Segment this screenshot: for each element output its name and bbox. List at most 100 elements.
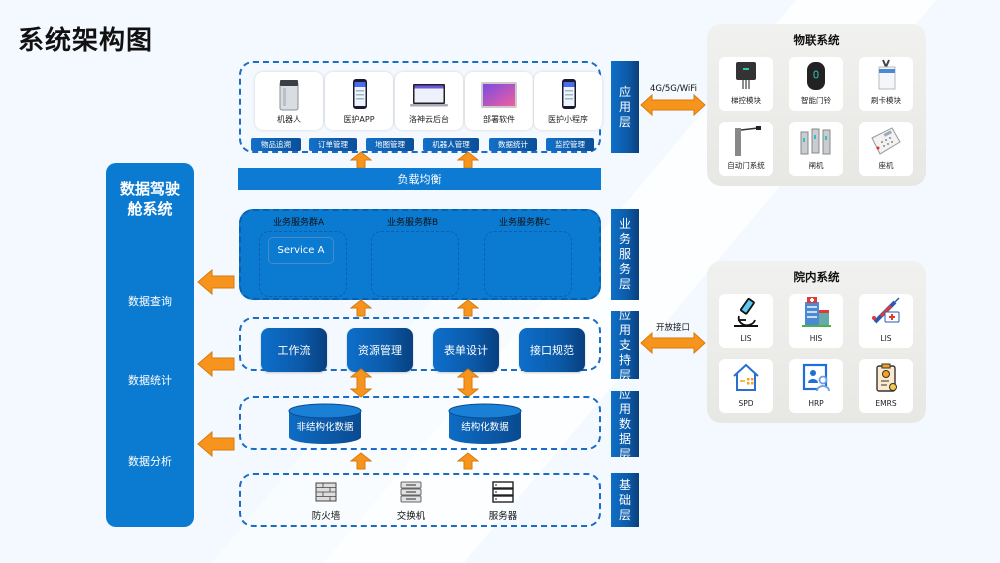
unstructured-data-db[interactable]: 非结构化数据 [287,403,363,445]
link-label-iot: 4G/5G/WiFi [650,84,697,94]
hospital-item[interactable]: EMRS [859,359,913,413]
microscope-icon [734,298,758,327]
desk-phone-icon [871,127,901,155]
app-card-cloud-backend[interactable]: 洛神云后台 [395,72,463,130]
arrow-left-icon [197,268,235,296]
hospital-item[interactable]: LIS [859,294,913,348]
cockpit-item-analysis: 数据分析 [128,455,172,468]
support-item-resource[interactable]: 资源管理 [347,328,413,372]
robot-icon [279,80,299,111]
phone-app-icon [353,79,367,109]
infra-server[interactable]: 服务器 [473,480,533,522]
syringe-icon [872,297,900,324]
support-item-interface[interactable]: 接口规范 [519,328,585,372]
arrow-up-icon [457,299,479,317]
iot-item[interactable]: 闸机 [789,122,843,176]
phone-miniprogram-icon [562,79,576,109]
iot-system-title: 物联系统 [793,33,840,47]
iot-item[interactable]: 自动门系统 [719,122,773,176]
arrow-updown-icon [350,368,372,398]
firewall-icon [315,482,337,502]
server-icon [492,481,514,503]
auto-door-icon [735,126,761,156]
link-label-hospital: 开放接口 [656,323,691,333]
iot-item[interactable]: 刷卡模块 [859,57,913,111]
feature-tag[interactable]: 监控管理 [546,138,594,151]
support-item-form[interactable]: 表单设计 [433,328,499,372]
arrow-up-icon [350,452,372,470]
turnstile-icon [800,128,831,155]
infra-firewall[interactable]: 防火墙 [296,480,356,522]
group-title: 业务服务群B [387,218,439,228]
service-group-c [484,231,572,297]
arrow-up-icon [350,151,372,169]
infra-layer-box: 防火墙 交换机 服务器 [239,473,601,527]
app-label: 医护小程序 [548,115,588,124]
feature-tag[interactable]: 地图管理 [366,138,414,151]
iot-item[interactable]: 梯控模块 [719,57,773,111]
elevator-control-icon [736,62,756,89]
layer-label-support: 应用支持层 [611,308,639,382]
app-card-medical-app[interactable]: 医护APP [325,72,393,130]
page-title: 系统架构图 [18,26,154,56]
layer-label-infra: 基础层 [611,473,639,527]
warehouse-icon [733,363,759,391]
database-icon [288,403,362,444]
app-label: 医护APP [343,115,375,124]
feature-tag[interactable]: 数据统计 [489,138,537,151]
service-a-box[interactable]: Service A [268,237,334,264]
hospital-system-panel: 院内系统 LIS HIS LIS SPD HRP EMRS [707,261,926,423]
arrow-bidirectional-icon [640,332,706,354]
business-layer-box: 业务服务群A 业务服务群B 业务服务群C Service A [239,209,601,300]
cockpit-title: 数据驾驶舱系统 [119,180,180,218]
support-item-workflow[interactable]: 工作流 [261,328,327,372]
arrow-bidirectional-icon [640,94,706,116]
smart-doorbell-icon [807,62,825,90]
infra-switch[interactable]: 交换机 [381,480,441,522]
iot-item[interactable]: 智能门铃 [789,57,843,111]
data-cockpit-panel: 数据驾驶舱系统 数据查询 数据统计 数据分析 [106,163,194,527]
hospital-item[interactable]: SPD [719,359,773,413]
app-card-mini-program[interactable]: 医护小程序 [534,72,602,130]
arrow-left-icon [197,350,235,378]
arrow-up-icon [457,151,479,169]
feature-tag[interactable]: 机器人管理 [423,138,479,151]
structured-data-db[interactable]: 结构化数据 [447,403,523,445]
hospital-system-title: 院内系统 [793,270,840,284]
app-label: 部署软件 [483,115,515,124]
hospital-item[interactable]: HIS [789,294,843,348]
iot-system-panel: 物联系统 梯控模块 智能门铃 刷卡模块 自动门系统 闸机 座机 [707,24,926,186]
card-reader-icon [878,59,896,90]
support-layer-box: 工作流 资源管理 表单设计 接口规范 [239,317,601,372]
layer-label-data: 应用数据层 [611,387,639,461]
app-label: 机器人 [277,115,301,124]
cockpit-item-query: 数据查询 [128,295,172,308]
layer-label-application: 应用层 [611,61,639,153]
load-balancer-bar: 负载均衡 [238,168,601,190]
arrow-up-icon [457,452,479,470]
app-card-deploy-software[interactable]: 部署软件 [465,72,533,130]
feature-tag[interactable]: 订单管理 [309,138,357,151]
service-group-a: Service A [259,231,347,297]
group-title: 业务服务群C [499,218,551,228]
laptop-icon [410,84,448,107]
hospital-item[interactable]: HRP [789,359,843,413]
layer-label-business: 业务服务层 [611,209,639,300]
arrow-left-icon [197,430,235,458]
staff-icon [802,363,830,392]
feature-tag[interactable]: 物品追溯 [251,138,301,151]
tablet-icon [481,82,517,108]
hospital-icon [802,297,831,327]
iot-item[interactable]: 座机 [859,122,913,176]
arrow-up-icon [350,299,372,317]
app-card-robot[interactable]: 机器人 [255,72,323,130]
medical-record-icon [876,363,897,392]
group-title: 业务服务群A [273,218,325,228]
switch-icon [400,481,422,503]
hospital-item[interactable]: LIS [719,294,773,348]
arrow-updown-icon [457,368,479,398]
app-label: 洛神云后台 [409,115,449,124]
cockpit-item-stats: 数据统计 [128,374,172,387]
database-icon [448,403,522,444]
application-layer-box: 机器人 医护APP 洛神云后台 部署软件 [239,61,602,153]
